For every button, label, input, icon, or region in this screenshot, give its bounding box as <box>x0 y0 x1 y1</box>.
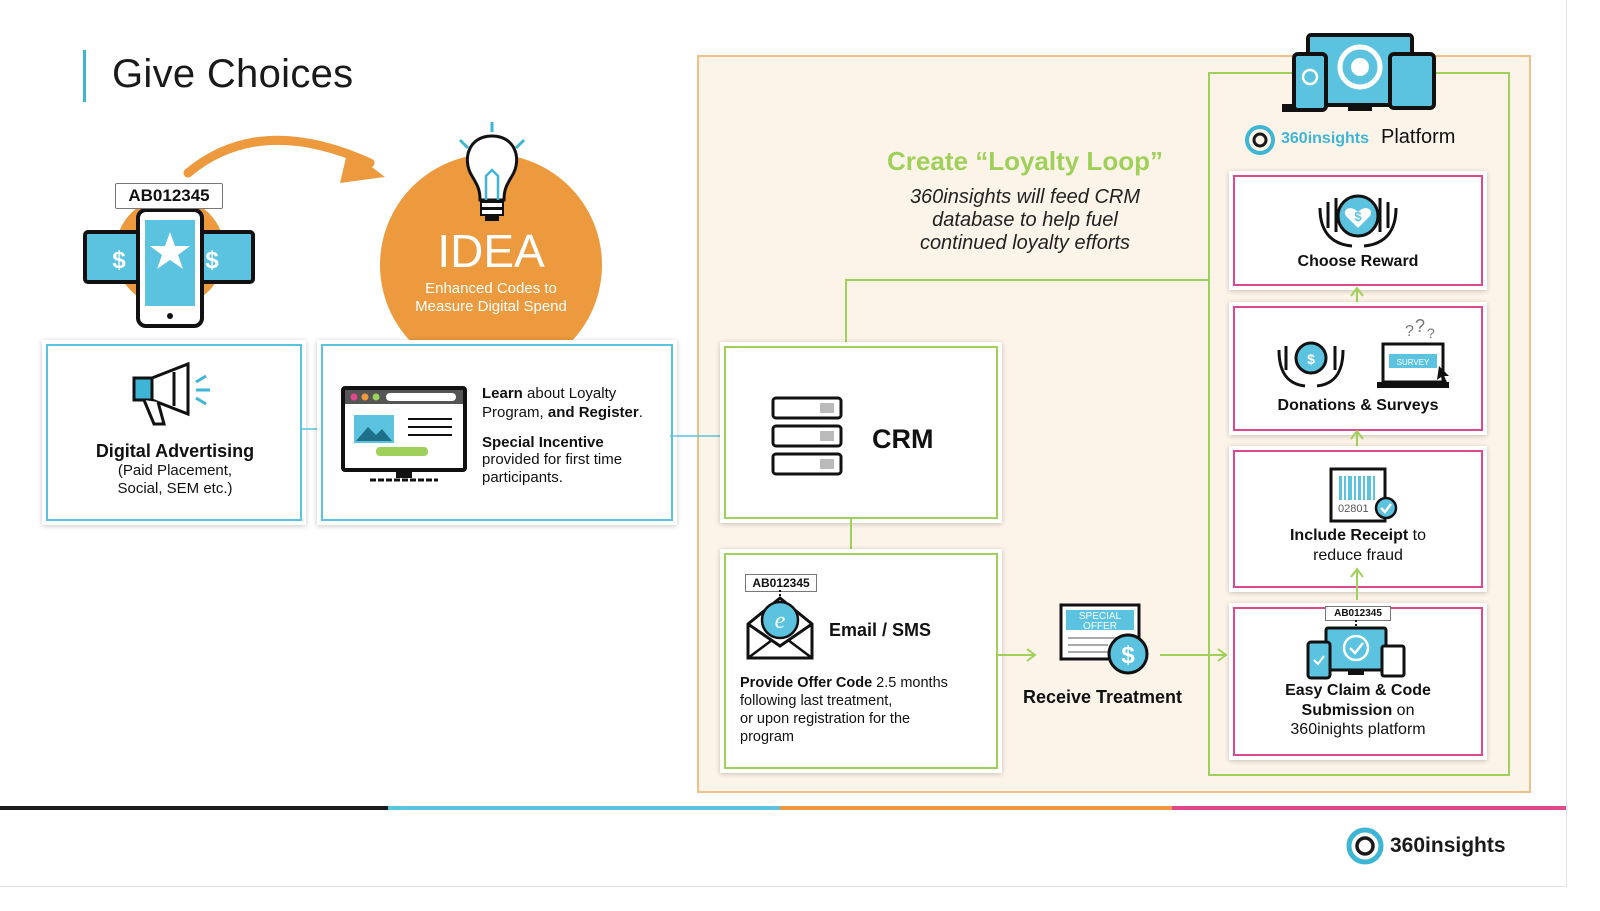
svg-text:$: $ <box>1354 209 1362 224</box>
footer-line-dark <box>0 806 388 810</box>
svg-text:?: ? <box>1405 323 1414 340</box>
arrow-claim-to-receipt <box>1350 567 1364 600</box>
svg-text:$: $ <box>1307 351 1315 367</box>
landing-learn-line-1: Learn about Loyalty <box>482 385 616 402</box>
special-offer-icon: $ <box>1059 603 1149 675</box>
incentive-line-1: provided for first time <box>482 451 623 468</box>
phone-money-icon: $ $ <box>83 197 255 328</box>
idea-line-1: Enhanced Codes to <box>425 280 557 297</box>
footer-line-blue <box>388 806 780 810</box>
landing-learn-line-2: Program, and Register. <box>482 404 643 421</box>
loyalty-desc-line-2: database to help fuel <box>932 209 1118 231</box>
footer-brand: 360insights <box>1390 834 1506 857</box>
offer-bold: Provide Offer Code <box>740 675 873 691</box>
claim-submission-rest: on <box>1392 702 1415 719</box>
email-offer-line-2: following last treatment, <box>740 693 893 709</box>
register-end: . <box>638 404 643 421</box>
special-offer-line-2: OFFER <box>1083 621 1117 632</box>
platform-brand: 360insights <box>1281 130 1370 147</box>
register-bold: and Register <box>547 404 639 421</box>
claim-devices-icon <box>1306 620 1406 680</box>
idea-line-2: Measure Digital Spend <box>415 298 567 315</box>
survey-tag: SURVEY <box>1396 358 1430 367</box>
claim-line-2: Submission on <box>1234 702 1482 720</box>
code-tag-claim: AB012345 <box>1325 606 1391 621</box>
database-server-icon <box>771 396 843 476</box>
receipt-code: 02801 <box>1338 503 1369 515</box>
svg-text:$: $ <box>205 247 219 274</box>
claim-line-1: Easy Claim & Code <box>1285 682 1431 699</box>
incentive-heading: Special Incentive <box>482 434 604 451</box>
devices-icon <box>1282 33 1436 112</box>
monitor-icon <box>341 386 467 482</box>
hands-donation-icon: $ <box>1277 341 1345 388</box>
crm-card <box>720 342 1002 523</box>
arrow-email-to-treatment <box>997 648 1037 662</box>
footer-line-orange <box>780 806 1172 810</box>
loyalty-loop-heading: Create “Loyalty Loop” <box>887 146 1163 176</box>
digital-advertising-line-2: Social, SEM etc.) <box>117 480 233 497</box>
email-offer-line-3: or upon registration for the <box>740 711 911 727</box>
platform-brand-label: 360insights <box>1281 130 1369 148</box>
slide-title: Give Choices <box>112 52 354 96</box>
claim-line-3: 360inights platform <box>1290 721 1426 738</box>
include-receipt-line-1: Include Receipt to <box>1234 527 1482 545</box>
crm-label: CRM <box>872 424 934 454</box>
footer-line-pink <box>1172 806 1566 810</box>
digital-advertising-line-1: (Paid Placement, <box>117 462 233 479</box>
survey-laptop-icon: ? ? ? <box>1377 316 1449 388</box>
offer-rest: 2.5 months <box>872 675 948 691</box>
incentive-line-2: participants. <box>482 469 563 486</box>
curved-arrow-icon <box>183 135 385 183</box>
loyalty-desc-line-3: continued loyalty efforts <box>919 232 1131 254</box>
include-receipt-line-2: reduce fraud <box>1313 547 1403 564</box>
code-tag-left: AB012345 <box>115 183 223 209</box>
title-accent-bar <box>83 50 86 102</box>
idea-heading: IDEA <box>437 225 545 277</box>
megaphone-icon <box>132 361 210 426</box>
loyalty-desc-line-1: 360insights will feed CRM <box>909 186 1141 208</box>
svg-text:e: e <box>775 608 786 634</box>
learn-bold: Learn <box>482 385 523 402</box>
learn-rest-2: Program, <box>482 404 548 421</box>
email-offer-line-4: program <box>740 729 794 745</box>
learn-rest-1: about Loyalty <box>522 385 617 402</box>
claim-submission-bold: Submission <box>1301 702 1393 719</box>
barcode-receipt-icon <box>1329 467 1398 523</box>
svg-text:?: ? <box>1415 316 1425 336</box>
landing-page-card <box>317 340 677 525</box>
choose-reward-label: Choose Reward <box>1297 253 1419 270</box>
lightbulb-icon <box>458 122 526 221</box>
receive-treatment-label: Receive Treatment <box>1022 687 1183 707</box>
footer-logo-icon <box>1346 827 1384 865</box>
svg-text:$: $ <box>1121 642 1135 669</box>
email-offer-line-1: Provide Offer Code 2.5 months <box>740 675 948 691</box>
brand-logo-icon <box>1245 125 1275 155</box>
arrow-treatment-to-platform <box>1160 648 1228 662</box>
hands-heart-icon: $ <box>1318 194 1398 248</box>
special-offer-line-1: SPECIAL <box>1078 611 1122 622</box>
digital-advertising-heading: Digital Advertising <box>95 441 255 461</box>
receipt-rest: to <box>1408 527 1427 544</box>
svg-text:$: $ <box>112 247 126 274</box>
svg-text:?: ? <box>1427 325 1435 341</box>
email-envelope-icon: e <box>746 590 814 660</box>
donations-surveys-label: Donations & Surveys <box>1277 397 1439 414</box>
receipt-bold: Include Receipt <box>1289 527 1409 544</box>
code-tag-email: AB012345 <box>745 574 817 592</box>
email-sms-heading: Email / SMS <box>829 620 932 640</box>
platform-label: Platform <box>1381 126 1456 148</box>
